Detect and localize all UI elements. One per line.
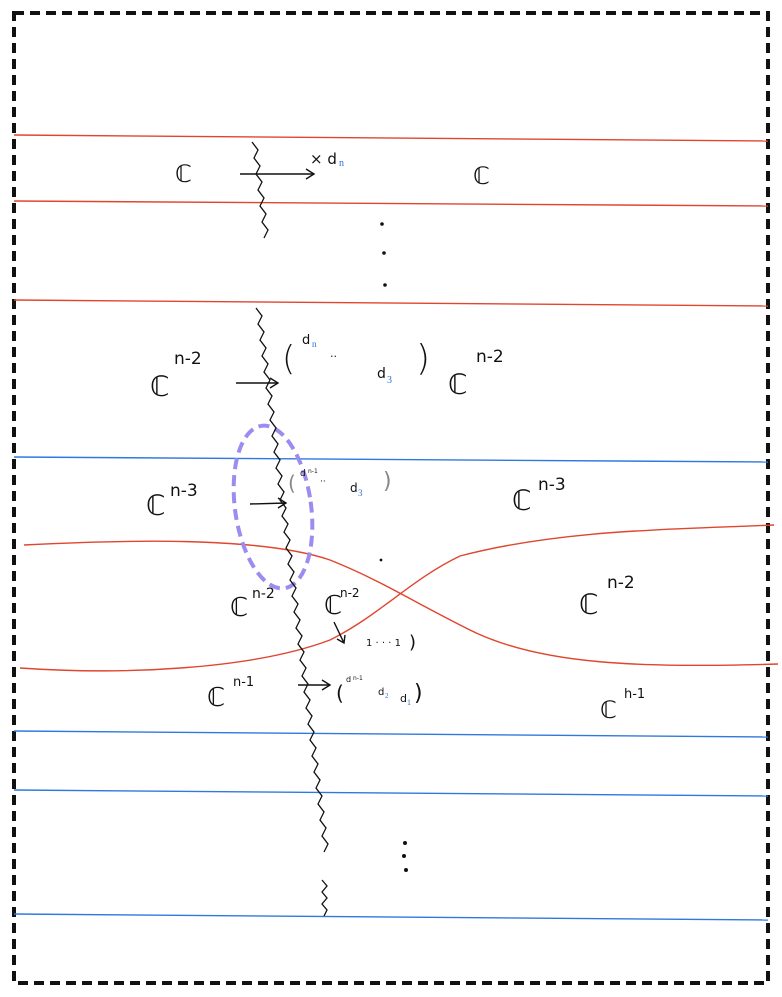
blue-line-2: [13, 730, 769, 738]
label-C-n2-cross-mid: ℂ: [324, 591, 342, 621]
label-C-top-left: ℂ: [175, 160, 192, 188]
label-d-n1-sub: n-1: [308, 468, 318, 475]
label-d3-mid-sub: 3: [358, 488, 363, 498]
label-sub-n-top: n: [339, 158, 344, 169]
label-C-n2-cross-left: ℂ: [230, 593, 248, 623]
label-d-n1-bottom-sup: n-1: [353, 675, 363, 682]
label-d3-sub: 3: [387, 375, 392, 386]
label-one-dots: 1 · · · 1: [366, 638, 401, 649]
label-n2-cross-mid-sup: n-2: [340, 586, 360, 600]
label-C-n2-cross-right: ℂ: [579, 588, 599, 621]
label-d-n1-bottom: d: [346, 675, 351, 684]
arrow-n3: [249, 502, 287, 505]
blue-lines: [13, 456, 769, 921]
label-d3-top: d: [377, 366, 386, 382]
red-crossing-curve-1: [23, 540, 779, 667]
label-C-n1-right: ℂ: [600, 696, 617, 724]
wavy-line-bottom: [321, 879, 328, 917]
label-times-d: × d: [310, 150, 337, 168]
blue-line-1: [13, 456, 769, 463]
label-dots-mid: ··: [320, 477, 326, 487]
arrow-n3-head: [277, 497, 288, 509]
arrows: [236, 168, 346, 691]
wavy-lines: [251, 141, 329, 917]
label-d3-mid: d: [350, 481, 358, 495]
label-n3-right-sup: n-3: [538, 475, 566, 495]
label-d2-bottom-sub: 2: [385, 692, 389, 700]
blue-line-4: [13, 913, 769, 921]
label-d1-bottom: d: [400, 692, 407, 705]
label-n3-left-sup: n-3: [170, 481, 198, 501]
highlight-ellipse: [231, 423, 315, 591]
red-lines: [13, 134, 779, 672]
label-C-n1-left: ℂ: [207, 683, 225, 713]
red-line-3: [13, 299, 769, 307]
label-d1-bottom-sub: 1: [407, 698, 411, 707]
red-line-1: [13, 134, 769, 142]
wavy-line-top: [251, 141, 269, 239]
label-paren-open-bottom: (: [336, 681, 344, 705]
label-C-n3-left: ℂ: [146, 489, 166, 522]
label-paren-close-cross: ): [409, 632, 416, 653]
label-n2-left-sup: n-2: [174, 349, 202, 369]
vertical-dots: [379, 222, 408, 872]
label-n1-right-sup: h-1: [624, 687, 645, 702]
blue-line-3: [13, 789, 769, 797]
dot: [379, 558, 383, 562]
label-C-top-right: ℂ: [473, 162, 490, 190]
dot: [380, 222, 384, 226]
dashed-border: [12, 11, 770, 985]
label-C-n2-right: ℂ: [448, 368, 468, 401]
arrow-diag-head: [336, 634, 346, 645]
dot: [404, 868, 408, 872]
label-paren-open-top: (: [282, 339, 295, 379]
label-paren-close-bottom: ): [414, 681, 423, 706]
label-paren-close-mid: ): [383, 469, 392, 494]
red-crossing-curve-2: [19, 524, 775, 672]
red-line-2: [13, 200, 769, 207]
arrow-diag: [333, 621, 345, 644]
label-d-n-sub: n: [312, 339, 317, 349]
dot: [402, 854, 406, 858]
label-C-n3-right: ℂ: [512, 484, 532, 517]
arrow-top-head: [305, 168, 316, 180]
label-d-n1-mid: d: [300, 469, 306, 479]
label-n2-cross-left-sup: n-2: [252, 586, 275, 602]
arrow-n1-head: [321, 679, 332, 691]
dot: [382, 251, 386, 255]
label-paren-close-top: ): [416, 338, 430, 379]
label-n2-right-sup: n-2: [476, 347, 504, 367]
label-d-n-top: d: [302, 333, 310, 348]
label-n2-cross-right-sup: n-2: [607, 573, 635, 593]
arrow-n2-head: [269, 377, 280, 389]
dot: [403, 841, 407, 845]
wavy-line-main: [255, 307, 329, 853]
label-dots-top: ··: [330, 350, 337, 363]
label-d2-bottom: d: [378, 687, 384, 698]
label-C-n2-left: ℂ: [150, 370, 170, 403]
label-n1-left-sup: n-1: [233, 675, 254, 690]
dot: [383, 283, 387, 287]
label-paren-open-mid: (: [288, 471, 296, 495]
